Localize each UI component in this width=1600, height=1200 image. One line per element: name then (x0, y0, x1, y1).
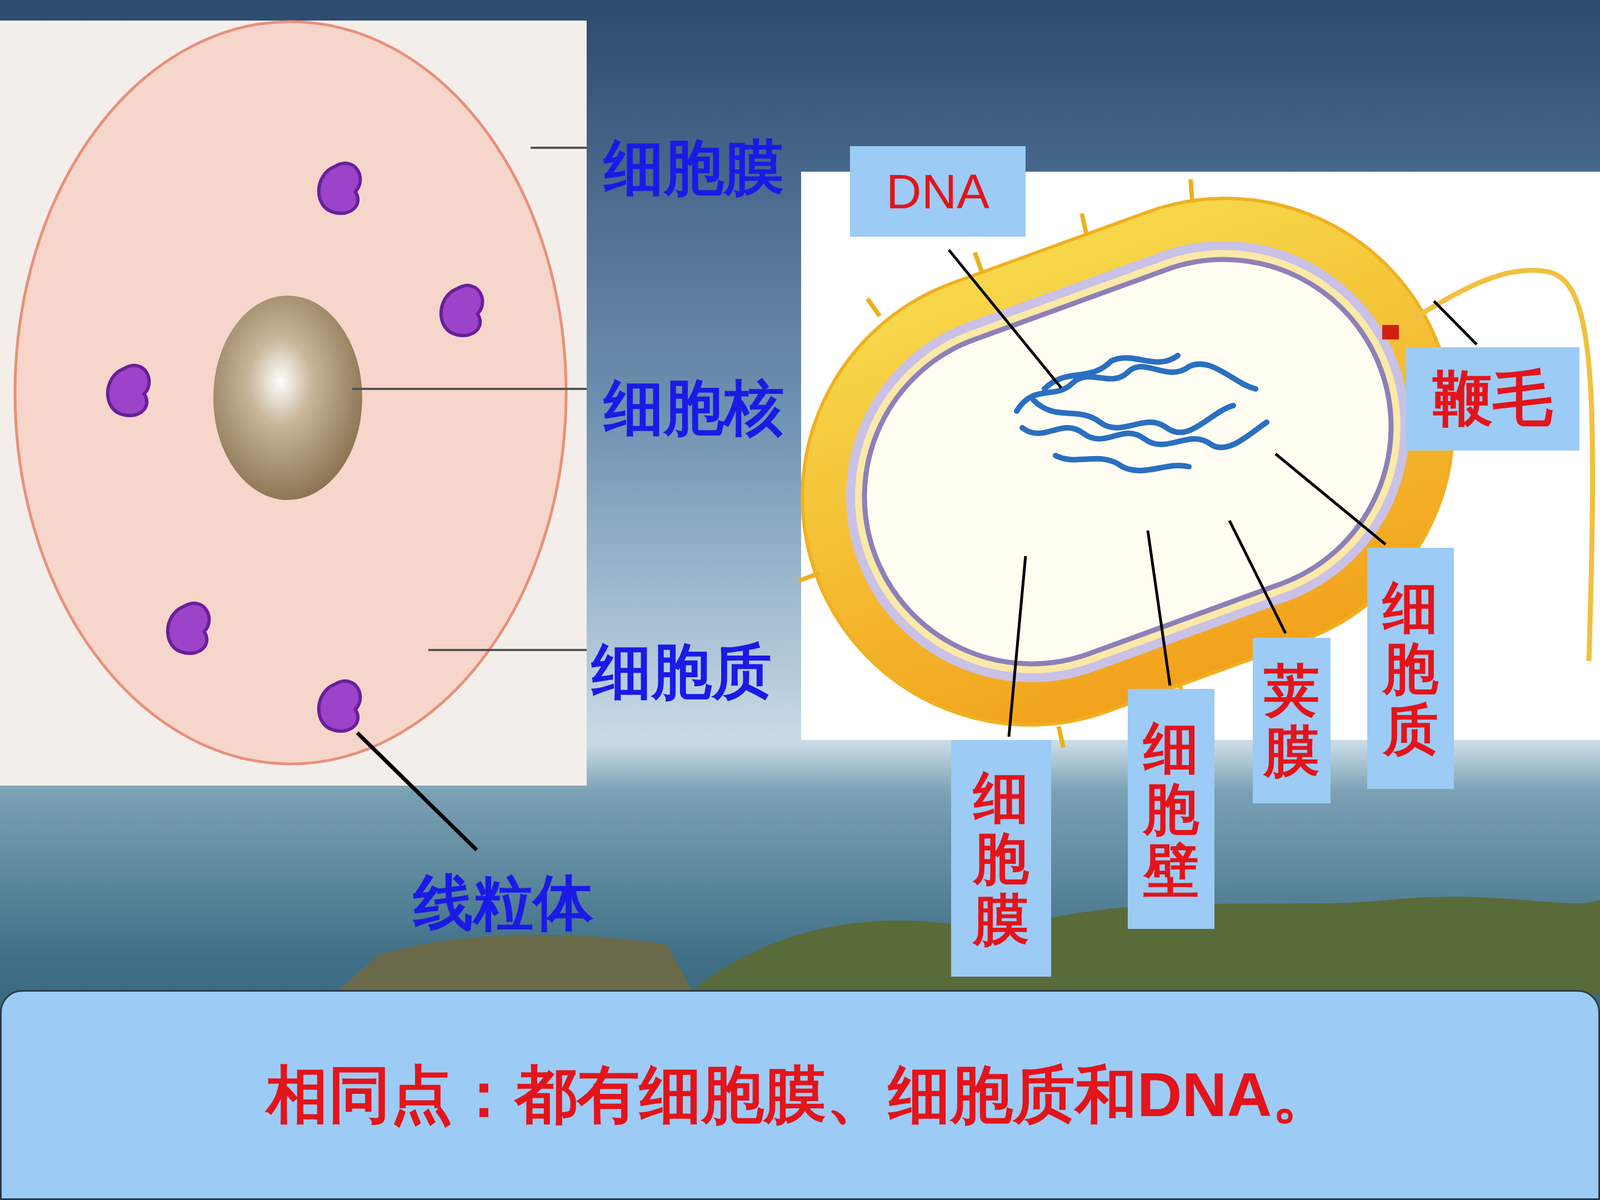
part-label: 线粒体 (413, 870, 594, 937)
label-text: 相同点：都有细胞膜、细胞质和DNA。 (266, 1053, 1335, 1138)
label-text: 荚膜 (1263, 659, 1320, 782)
label-box: 细胞壁 (1127, 688, 1215, 929)
label-text: 细胞质 (1382, 576, 1439, 760)
label-box: 细胞膜 (951, 740, 1052, 977)
label-text: 细胞壁 (1143, 717, 1199, 901)
label-text: 鞭毛 (1432, 358, 1553, 440)
part-label: 细胞膜 (603, 135, 784, 202)
part-label: 细胞质 (591, 638, 772, 705)
label-text: DNA (886, 163, 990, 220)
label-box: DNA (850, 146, 1026, 237)
label-box: 鞭毛 (1406, 347, 1580, 451)
part-label: 细胞核 (603, 375, 784, 442)
label-box: 荚膜 (1252, 637, 1331, 804)
summary-banner: 相同点：都有细胞膜、细胞质和DNA。 (0, 990, 1600, 1200)
label-text: 细胞膜 (973, 766, 1029, 950)
label-box: 细胞质 (1367, 547, 1454, 789)
